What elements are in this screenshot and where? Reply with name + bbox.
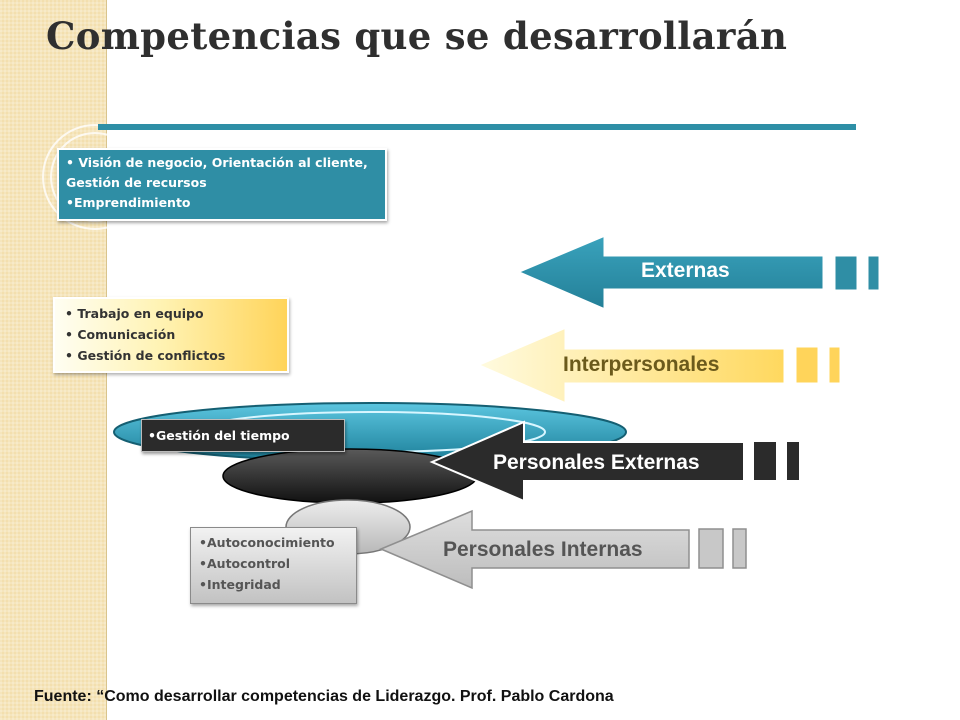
- footer-text: “Como desarrollar competencias de Lidera…: [96, 688, 614, 705]
- arrow-label-externas: Externas: [641, 259, 730, 282]
- box-personales-internas: •Autoconocimiento •Autocontrol •Integrid…: [190, 527, 357, 604]
- box-interpersonales: • Trabajo en equipo • Comunicación • Ges…: [53, 297, 289, 373]
- footer-prefix: Fuente:: [34, 688, 97, 705]
- arrow-personales-externas-tail-block-1: [752, 440, 778, 482]
- arrow-externas: [513, 232, 882, 313]
- box-externas: • Visión de negocio, Orientación al clie…: [57, 148, 387, 221]
- list-item: •Autoconocimiento: [199, 535, 335, 550]
- source-footer: Fuente: “Como desarrollar competencias d…: [34, 688, 614, 706]
- list-item: • Trabajo en equipo: [65, 306, 204, 321]
- list-item: • Comunicación: [65, 327, 176, 342]
- arrow-label-personales-externas: Personales Externas: [493, 451, 700, 474]
- title-underline-bar: [98, 124, 856, 130]
- arrow-personales-externas-tail-block-2: [785, 440, 801, 482]
- arrow-personales-internas-tail-block-2: [732, 528, 747, 569]
- list-item: •Emprendimiento: [66, 195, 191, 210]
- arrow-personales-internas: [379, 509, 747, 590]
- box-personales-externas: •Gestión del tiempo: [141, 419, 345, 452]
- arrow-label-personales-internas: Personales Internas: [443, 538, 643, 561]
- arrow-interpersonales-tail-block-1: [793, 344, 821, 386]
- arrow-externas-tail-block-2: [865, 253, 882, 293]
- arrow-interpersonales: [473, 324, 843, 407]
- list-item: • Gestión de conflictos: [65, 348, 226, 363]
- arrow-personales-externas: [429, 420, 801, 503]
- list-item: • Visión de negocio, Orientación al clie…: [66, 155, 368, 190]
- list-item: •Gestión del tiempo: [148, 428, 290, 443]
- list-item: •Autocontrol: [199, 556, 291, 571]
- list-item: •Integridad: [199, 577, 281, 592]
- ellipse-personales-externas-inner: [222, 448, 478, 504]
- arrow-interpersonales-tail-block-2: [826, 344, 843, 386]
- page-title: Competencias que se desarrollarán: [46, 14, 788, 58]
- arrow-label-interpersonales: Interpersonales: [563, 353, 720, 376]
- arrow-externas-tail-block-1: [832, 253, 860, 293]
- arrow-personales-internas-tail-block-1: [698, 528, 724, 569]
